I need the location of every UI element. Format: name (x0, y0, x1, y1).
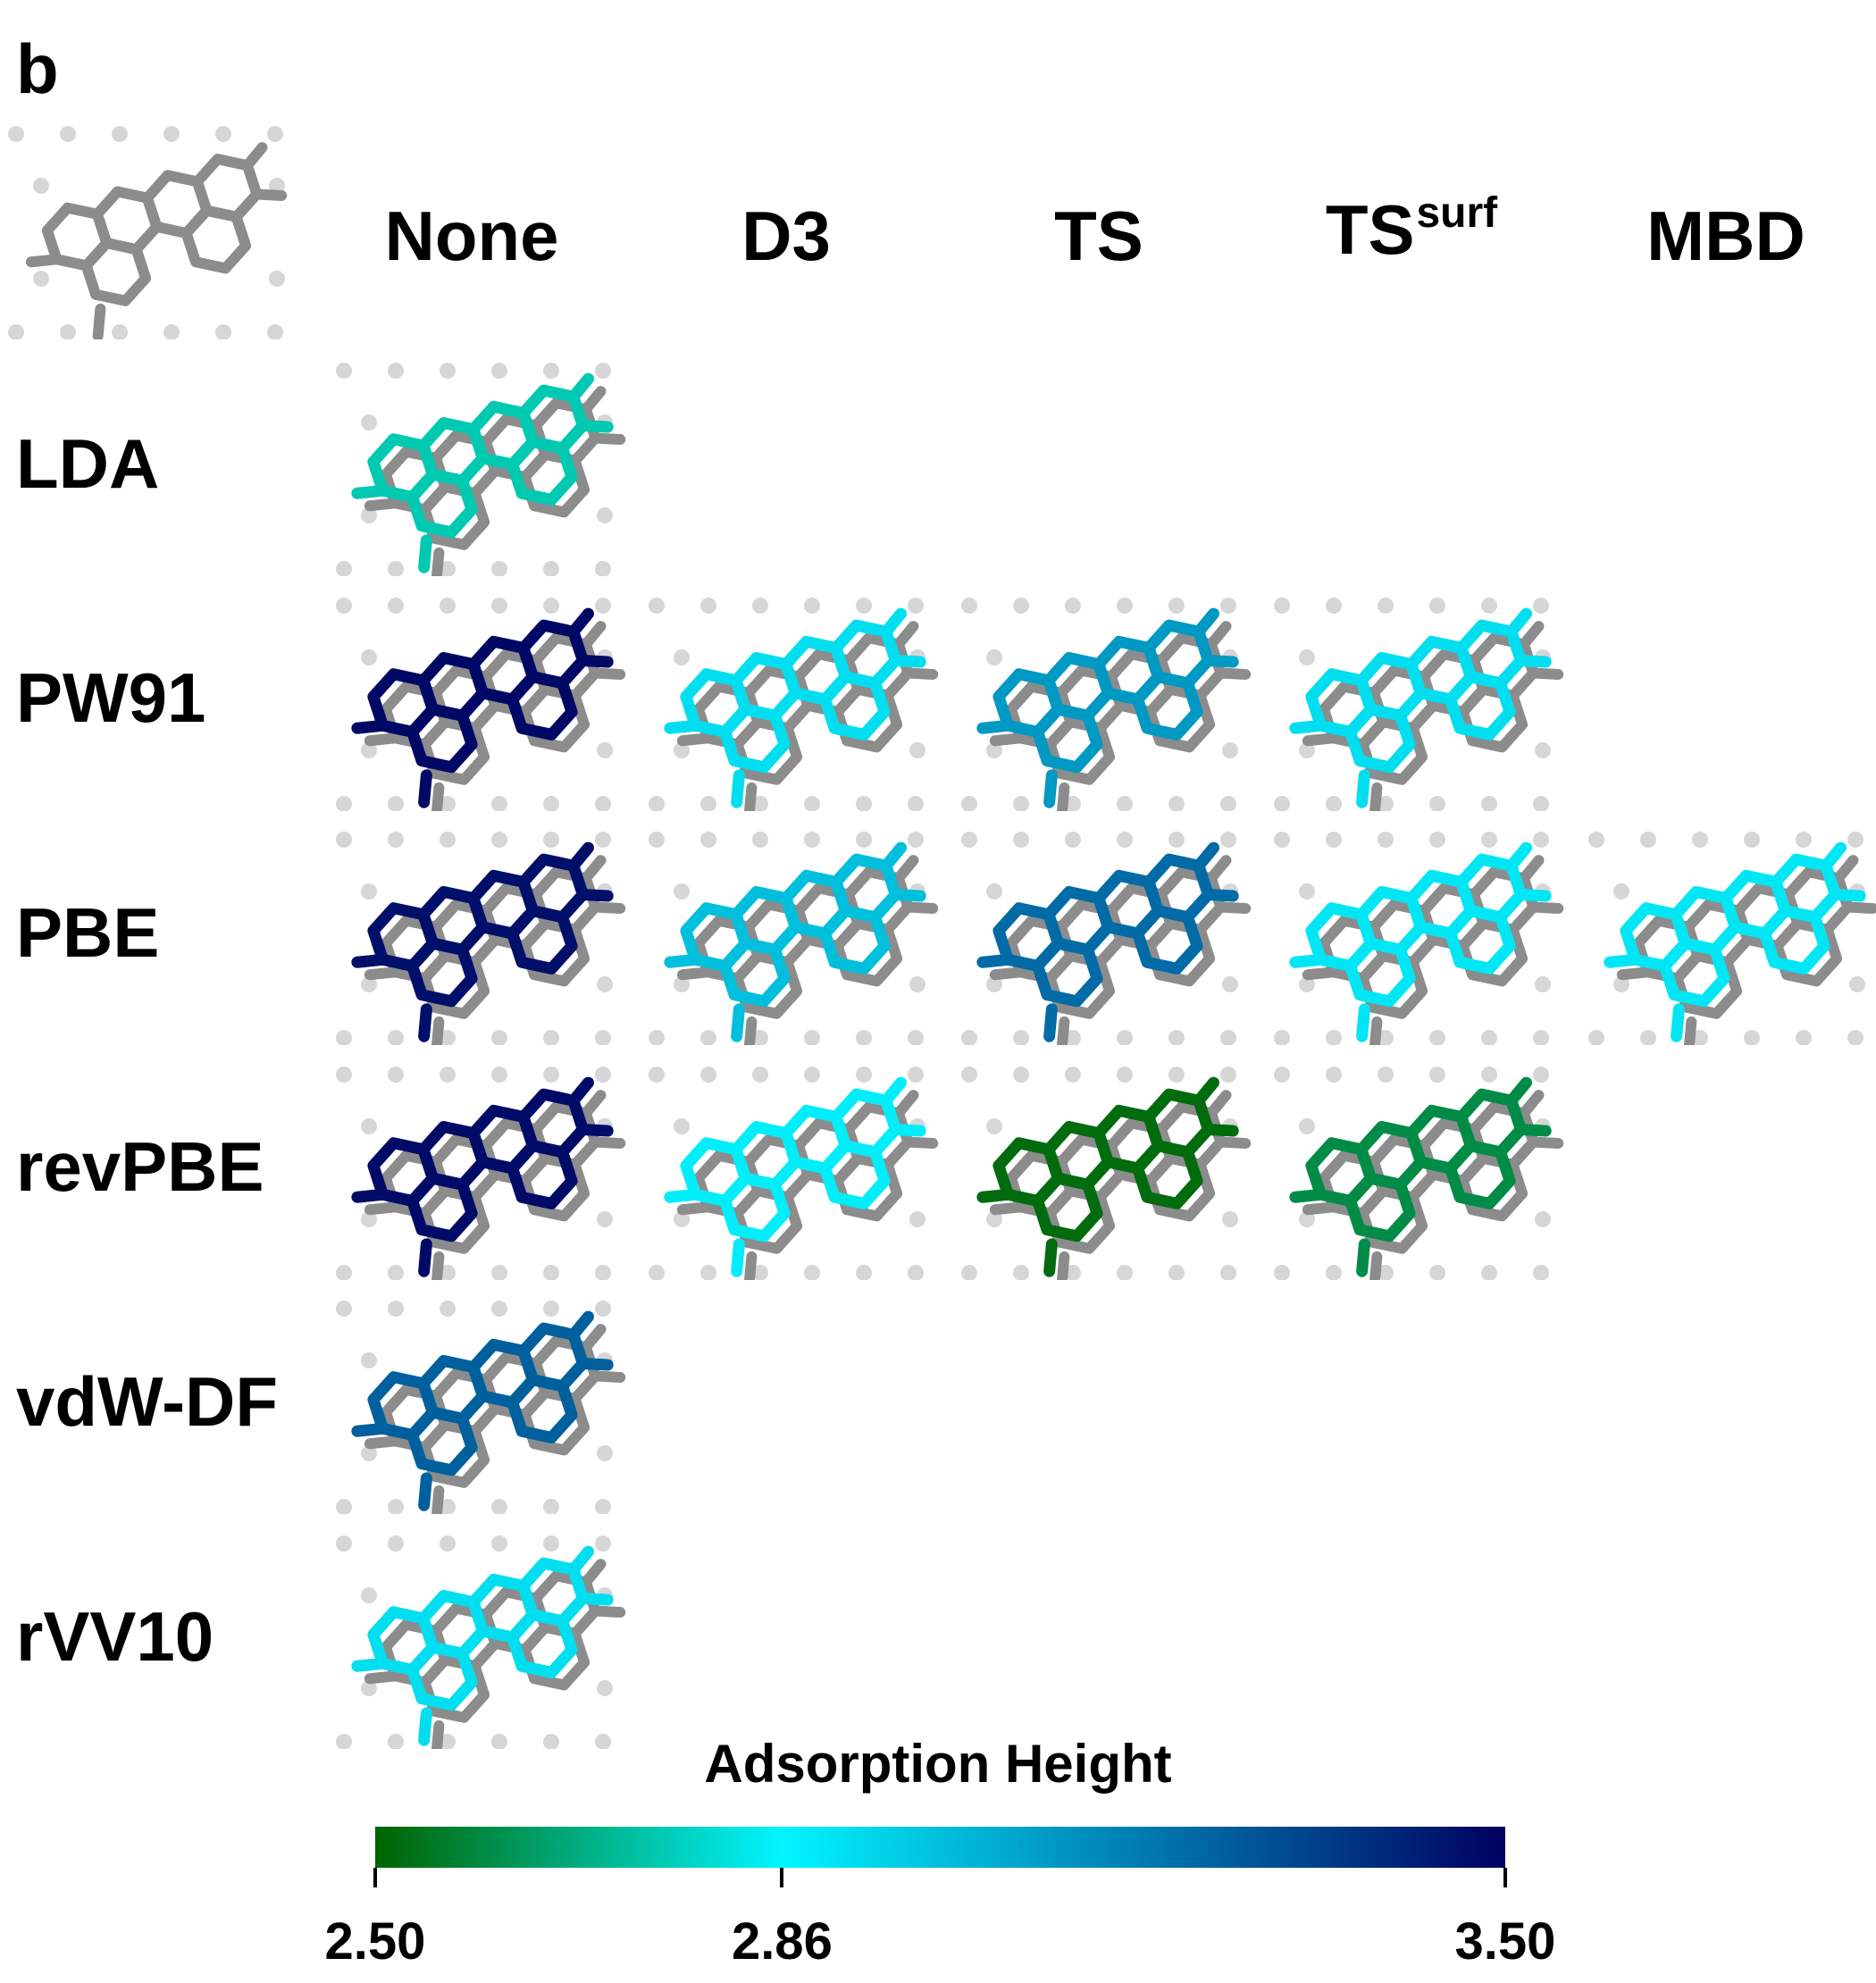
reference-molecule (7, 125, 311, 339)
molecule-svg (336, 832, 626, 1045)
column-header-d3: D3 (741, 197, 831, 275)
row-header-vdw-df: vdW-DF (16, 1362, 279, 1441)
molecule-cell-vdw-df-none (335, 1300, 639, 1514)
column-header-mbd: MBD (1646, 197, 1805, 275)
panel-label: b (16, 29, 59, 108)
molecule-svg (336, 598, 626, 811)
molecule-cell-pbe-mbd (1587, 831, 1876, 1045)
molecule-svg (336, 1535, 626, 1749)
molecule-svg (649, 598, 939, 811)
colorbar-label-min: 2.50 (324, 1912, 426, 1970)
column-header-ts-surf-sup: surf (1416, 189, 1498, 237)
molecule-svg (336, 1067, 626, 1280)
molecule-svg (961, 832, 1252, 1045)
row-header-lda: LDA (16, 424, 160, 503)
molecule-cell-revpbe-d3 (648, 1066, 951, 1280)
molecule-cell-pw91-ts-surf (1273, 597, 1577, 811)
molecule-svg (336, 1301, 626, 1514)
molecule-cell-revpbe-none (335, 1066, 639, 1280)
molecule-cell-lda-none (335, 362, 639, 576)
molecule-cell-pw91-d3 (648, 597, 951, 811)
molecule-svg (961, 1067, 1252, 1280)
column-header-ts-surf: TSsurf (1325, 189, 1498, 269)
colorbar-tick-max (1503, 1868, 1507, 1887)
colorbar (375, 1827, 1505, 1868)
column-header-none: None (384, 197, 559, 275)
molecule-cell-pw91-none (335, 597, 639, 811)
molecule-svg (1274, 598, 1564, 811)
molecule-svg (1274, 832, 1564, 1045)
molecule-svg (336, 363, 626, 576)
row-header-pbe: PBE (16, 893, 160, 972)
molecule-cell-pbe-none (335, 831, 639, 1045)
row-header-pw91: PW91 (16, 658, 206, 737)
colorbar-tick-mid (780, 1868, 784, 1887)
column-header-ts: TS (1054, 197, 1143, 275)
molecule-svg (649, 1067, 939, 1280)
molecule-cell-pw91-ts (960, 597, 1264, 811)
molecule-cell-pbe-d3 (648, 831, 951, 1045)
colorbar-label-mid: 2.86 (731, 1912, 833, 1970)
colorbar-label-max: 3.50 (1454, 1912, 1556, 1970)
row-header-rvv10: rVV10 (16, 1597, 214, 1676)
molecule-cell-pbe-ts-surf (1273, 831, 1577, 1045)
molecule-svg (1588, 832, 1876, 1045)
molecule-cell-pbe-ts (960, 831, 1264, 1045)
molecule-cell-rvv10-none (335, 1535, 639, 1749)
colorbar-tick-min (373, 1868, 377, 1887)
colorbar-title: Adsorption Height (704, 1734, 1172, 1794)
molecule-svg (649, 832, 939, 1045)
molecule-svg (1274, 1067, 1564, 1280)
molecule-cell-revpbe-ts (960, 1066, 1264, 1280)
molecule-cell-revpbe-ts-surf (1273, 1066, 1577, 1280)
row-header-revpbe: revPBE (16, 1127, 264, 1206)
molecule-svg (961, 598, 1252, 811)
